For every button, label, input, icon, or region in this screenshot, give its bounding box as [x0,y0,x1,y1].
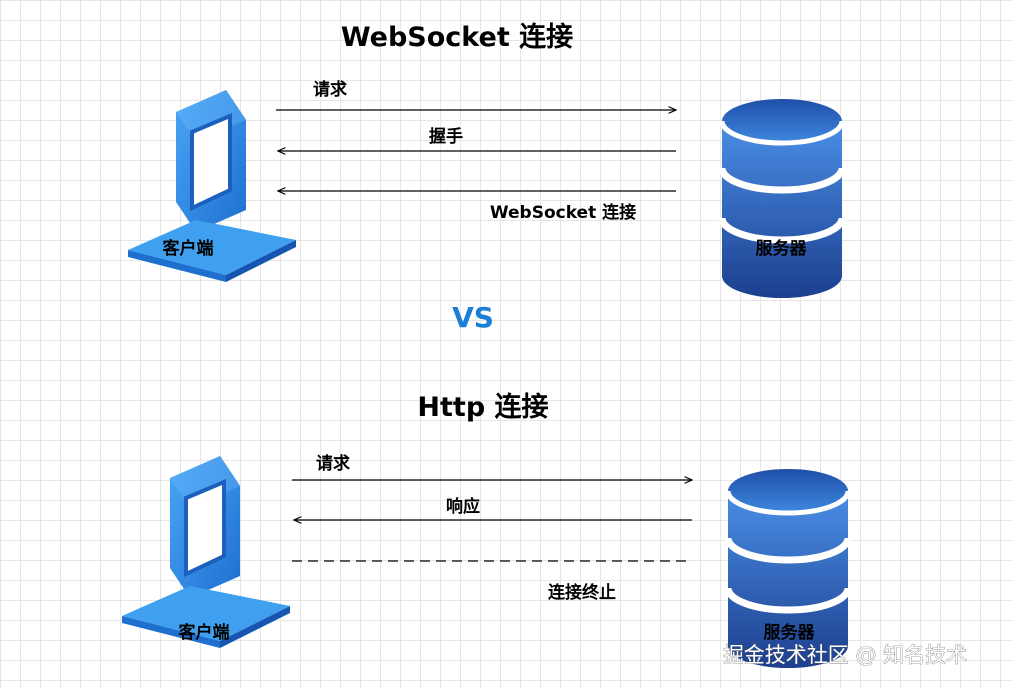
http-termination-label: 连接终止 [548,582,616,603]
http-response-label: 响应 [446,496,480,517]
http-server-label: 服务器 [764,622,816,643]
websocket-connection-label: WebSocket 连接 [490,202,636,223]
websocket-request-label: 请求 [313,79,347,100]
websocket-title: WebSocket 连接 [341,21,573,53]
http-request-arrow: 请求 [292,453,692,480]
websocket-client-label: 客户端 [162,238,214,259]
websocket-handshake-label: 握手 [429,126,463,147]
watermark-text: 掘金技术社区 @ 知名技术 [723,643,967,667]
database-icon [722,99,842,298]
websocket-handshake-arrow: 握手 [278,126,676,151]
http-client-label: 客户端 [178,622,230,643]
vs-label: VS [452,301,494,334]
http-termination-line: 连接终止 [292,560,692,603]
laptop-icon [120,454,292,650]
websocket-request-arrow: 请求 [276,79,676,110]
websocket-server-label: 服务器 [756,238,808,259]
http-request-label: 请求 [316,453,350,474]
http-response-arrow: 响应 [294,496,692,520]
http-title: Http 连接 [417,391,548,423]
websocket-connection-arrow: WebSocket 连接 [278,191,676,223]
